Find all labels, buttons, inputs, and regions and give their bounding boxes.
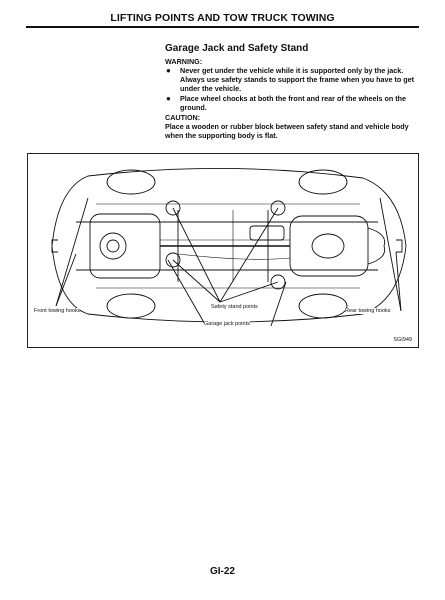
bullet-icon: ● bbox=[166, 94, 171, 103]
callout-front-towing-hooks: Front towing hooks bbox=[34, 308, 81, 314]
underbody-drawing bbox=[51, 168, 407, 327]
warning-item: ● Never get under the vehicle while it is… bbox=[165, 66, 420, 93]
page-title: LIFTING POINTS AND TOW TRUCK TOWING bbox=[110, 12, 335, 24]
figure-code: SGI949 bbox=[393, 337, 412, 343]
warning-text-1: Never get under the vehicle while it is … bbox=[180, 66, 415, 93]
caution-label: CAUTION: bbox=[165, 113, 201, 122]
warning-item: ● Place wheel chocks at both the front an… bbox=[165, 94, 420, 112]
caution-text: Place a wooden or rubber block between s… bbox=[165, 122, 409, 140]
vehicle-underbody-figure: Front towing hooks Safety stand points G… bbox=[27, 153, 419, 348]
bullet-icon: ● bbox=[166, 66, 171, 75]
warning-list: ● Never get under the vehicle while it is… bbox=[165, 66, 420, 112]
warning-text-2: Place wheel chocks at both the front and… bbox=[180, 94, 407, 112]
callout-rear-towing-hooks: Rear towing hooks bbox=[345, 308, 391, 314]
callout-safety-stand-points: Safety stand points bbox=[211, 304, 258, 310]
warning-label: WARNING: bbox=[165, 57, 203, 66]
section-heading: Garage Jack and Safety Stand bbox=[165, 43, 309, 54]
title-rule bbox=[26, 26, 419, 28]
callout-garage-jack-points: Garage jack points bbox=[204, 321, 250, 327]
page-number: GI-22 bbox=[209, 566, 235, 577]
content-section: Garage Jack and Safety Stand WARNING: ● N… bbox=[165, 43, 420, 140]
